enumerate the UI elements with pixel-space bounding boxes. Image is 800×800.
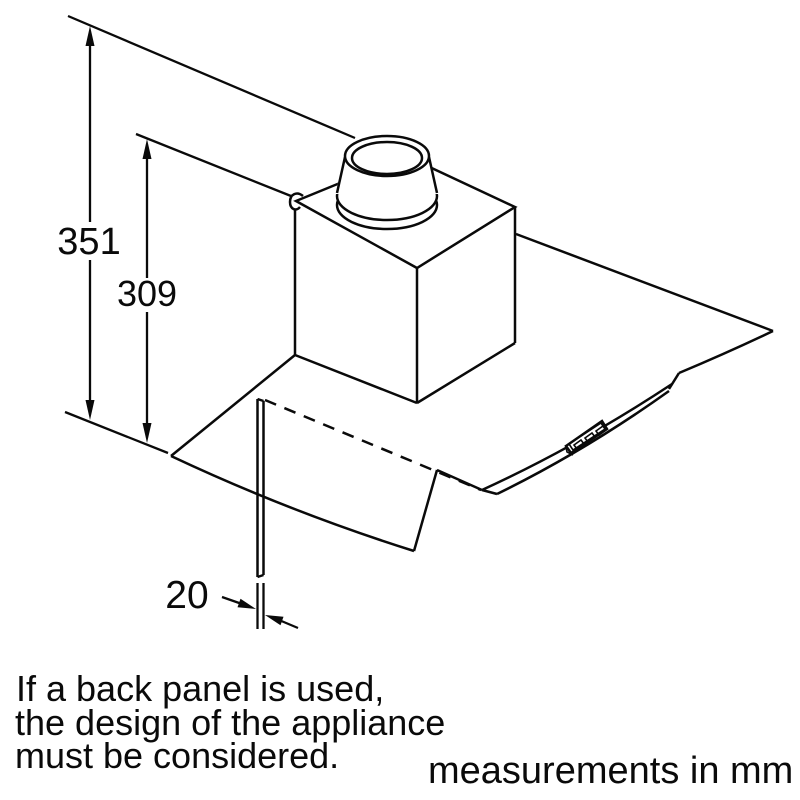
back-panel [256,397,265,579]
canopy-front-corner-edge [412,469,439,552]
collar-top-rim-inner [350,140,424,176]
collar-neck-right [427,156,439,194]
box-bottom-right-edge [416,341,516,405]
hidden-wall-edge [264,398,482,492]
caption-line-2: the design of the appliance [15,702,445,743]
control-panel-side-edge [565,446,574,456]
arrowhead-up-icon [85,26,95,46]
chimney-box [288,154,518,405]
extension-line-bottom [64,410,169,455]
back-panel-top-cap [257,397,264,403]
front-band-tip-cap [481,488,498,496]
dimension-20: 20 [165,574,299,630]
canopy-front-left-edge [170,454,415,553]
box-bottom-left-edge [294,353,418,405]
units-note: measurements in mm [428,750,793,792]
arrow-shaft-left [221,595,243,606]
control-button-1 [572,438,586,451]
control-button-2 [583,431,597,444]
duct-collar [335,134,439,231]
dimension-label-351: 351 [57,221,120,263]
canopy-back-right-edge [515,232,774,333]
arrowhead-down-icon [142,423,152,443]
dimension-label-309: 309 [117,273,177,314]
caption-line-1: If a back panel is used, [16,668,384,709]
extension-line-box-top [135,132,292,198]
arrowhead-right-icon [237,598,256,609]
arrow-shaft-right [278,618,299,630]
dimension-309: 309 [117,139,177,443]
canopy-back-left-edge [170,354,296,457]
front-band-lower [496,389,670,496]
arrowhead-up-icon [142,139,152,159]
collar-neck-left [335,156,347,194]
dimension-label-20: 20 [165,574,208,617]
caption-line-3: must be considered. [15,735,339,776]
dimension-351: 351 [57,26,121,420]
extension-line-top [67,14,356,140]
box-corner-curl [288,192,304,211]
extension-lines [64,14,356,455]
caption: If a back panel is used, the design of t… [15,668,445,776]
arrowhead-left-icon [265,615,284,626]
canopy-right-edge-curve [678,329,774,375]
canopy [170,232,774,553]
canopy-right-fold [667,372,681,390]
back-panel-bottom-cap [257,573,264,579]
control-button-3 [594,424,608,437]
arrowhead-down-icon [85,400,95,420]
control-panel [564,419,609,456]
